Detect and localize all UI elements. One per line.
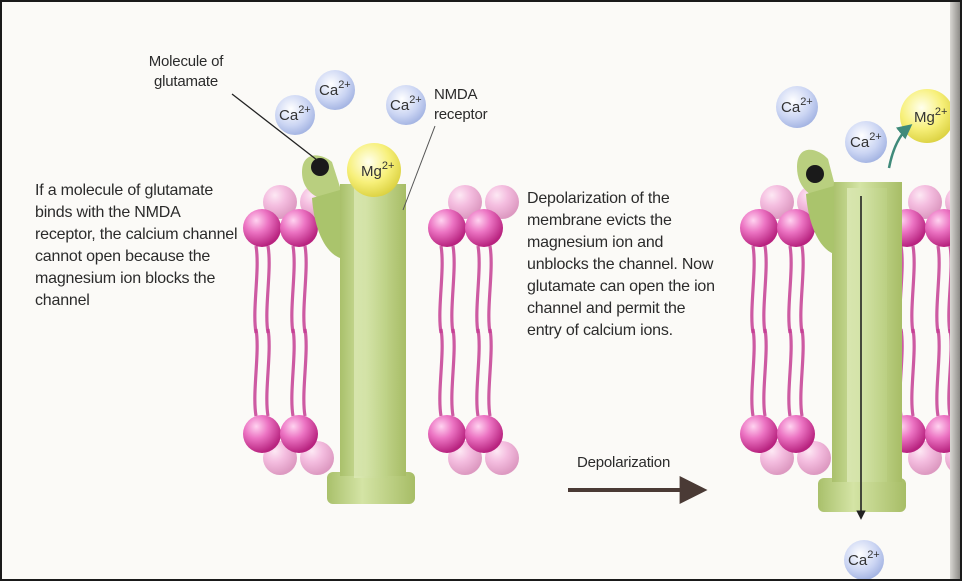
lipid-tail [489,246,491,333]
lipid-head [280,415,318,453]
lipid-tail [489,329,491,416]
lipid-tail [912,329,914,416]
lipid-head [280,209,318,247]
glutamate-label: Molecule of glutamate [141,52,231,92]
lipid-tail [304,329,306,416]
calcium-ion-right-2: Ca2+ [845,121,887,163]
lipid-head [777,415,815,453]
lipid-head [243,415,281,453]
left-caption-line-2: binds with the NMDA [35,202,255,224]
nmda-receptor-label: NMDA receptor [434,85,514,125]
lipid-tail [267,329,269,416]
lipid-tail [255,329,257,416]
lipid-tail [477,329,479,416]
lipid-tail [937,329,939,416]
lipid-tail [789,329,791,416]
middle-caption-line-2: membrane evicts the [527,210,742,232]
lipid-tail [752,246,754,333]
page-edge-shadow [950,2,962,581]
glutamate-molecule-left [311,158,329,176]
lipid-tail [292,246,294,333]
lipid-tail [452,329,454,416]
lipid-head [740,415,778,453]
nmda-label-line2: receptor [434,105,514,125]
nmda-label-line1: NMDA [434,85,514,105]
lipid-tail [267,246,269,333]
lipid-tail [452,246,454,333]
middle-caption-line-7: entry of calcium ions. [527,320,742,342]
middle-caption-line-6: channel and permit the [527,298,742,320]
lipid-tail [440,246,442,333]
glutamate-molecule-right [806,165,824,183]
lipid-tail [255,246,257,333]
lipid-tail [440,329,442,416]
lipid-tail [477,246,479,333]
glutamate-label-line1: Molecule of [141,52,231,72]
calcium-ion-left-3: Ca2+ [386,85,426,125]
lipid-tail [801,246,803,333]
calcium-ion-left-2: Ca2+ [315,70,355,110]
left-caption-line-1: If a molecule of glutamate [35,180,255,202]
lipid-head [465,209,503,247]
lipid-tail [912,246,914,333]
left-caption-line-3: receptor, the calcium channel [35,224,255,246]
left-caption-line-4: cannot open because the [35,246,255,268]
lipid-head [465,415,503,453]
calcium-ion-left-1: Ca2+ [275,95,315,135]
lipid-tail [937,246,939,333]
lipid-tail [764,329,766,416]
lipid-tail [304,246,306,333]
lipid-tail [752,329,754,416]
lipid-head [428,209,466,247]
lipid-tail [789,246,791,333]
left-caption-line-5: magnesium ion blocks the [35,268,255,290]
nmda-leader-line [403,126,435,210]
left-caption-line-6: channel [35,290,255,312]
middle-caption-line-5: glutamate can open the ion [527,276,742,298]
lipid-tail [801,329,803,416]
magnesium-ion-right: Mg2+ [900,89,954,143]
middle-caption-line-4: unblocks the channel. Now [527,254,742,276]
calcium-ion-right-1: Ca2+ [776,86,818,128]
lipid-head [740,209,778,247]
lipid-tail [764,246,766,333]
magnesium-ion-left: Mg2+ [347,143,401,197]
middle-caption-line-3: magnesium ion and [527,232,742,254]
glutamate-label-line2: glutamate [141,72,231,92]
lipid-tail [292,329,294,416]
lipid-head [428,415,466,453]
depolarization-arrow-label: Depolarization [577,453,697,473]
calcium-ion-bottom: Ca2+ [844,540,884,580]
middle-caption-line-1: Depolarization of the [527,188,742,210]
